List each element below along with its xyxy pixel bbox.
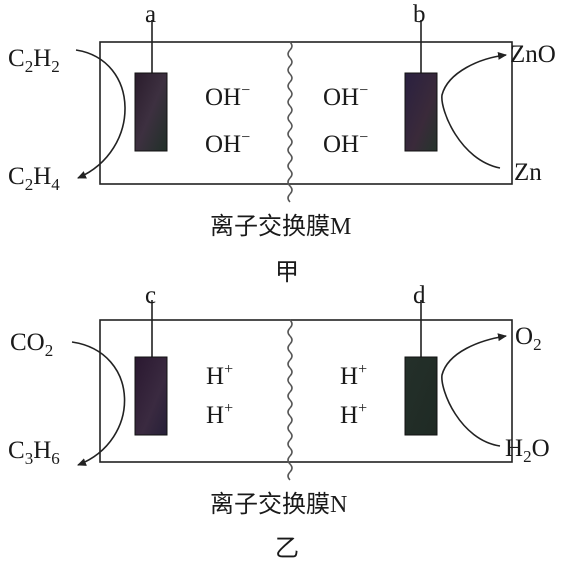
electrode-b-label: b xyxy=(413,1,426,28)
ion-label: H+ xyxy=(206,400,233,429)
ion-label: H+ xyxy=(340,400,367,429)
ion-label: H+ xyxy=(340,361,367,390)
reaction-arrow-right xyxy=(441,333,507,447)
figure-jia: a b OH− OH− OH− OH− C2H2 C2H4 ZnO Zn 离子交… xyxy=(8,1,556,286)
reactant-label: Zn xyxy=(514,159,542,186)
ion-label: H+ xyxy=(206,361,233,390)
product-label: C2H4 xyxy=(8,163,60,194)
electrode-d xyxy=(404,356,438,436)
reaction-arrow-right xyxy=(441,51,507,169)
electrode-a-label: a xyxy=(145,1,156,28)
reactant-label: H2O xyxy=(505,435,550,466)
electrode-c-label: c xyxy=(145,282,156,309)
figure-caption: 甲 xyxy=(275,260,299,286)
product-label: C3H6 xyxy=(8,437,60,468)
membrane-label: 离子交换膜M xyxy=(210,213,351,240)
ion-label: OH− xyxy=(323,129,368,158)
reactant-label: C2H2 xyxy=(8,45,60,76)
membrane-n xyxy=(287,319,293,481)
cell-container-jia xyxy=(99,41,513,185)
reaction-arrow-left xyxy=(75,49,126,179)
electrode-c xyxy=(134,356,168,436)
ion-label: OH− xyxy=(323,82,368,111)
cell-container-yi xyxy=(99,319,513,463)
membrane-m xyxy=(287,41,293,203)
reactant-label: CO2 xyxy=(10,329,53,360)
electrode-b xyxy=(404,72,438,152)
product-label: O2 xyxy=(515,323,542,354)
figure-caption: 乙 xyxy=(275,536,299,562)
ion-label: OH− xyxy=(205,129,250,158)
electrode-d-label: d xyxy=(413,282,426,309)
product-label: ZnO xyxy=(510,41,556,68)
membrane-label: 离子交换膜N xyxy=(210,491,347,518)
figure-yi: c d H+ H+ H+ H+ CO2 C3H6 O2 H2O 离子交换膜N 乙 xyxy=(8,282,550,562)
reaction-arrow-left xyxy=(71,341,126,466)
ion-label: OH− xyxy=(205,82,250,111)
electrode-a xyxy=(134,72,168,152)
